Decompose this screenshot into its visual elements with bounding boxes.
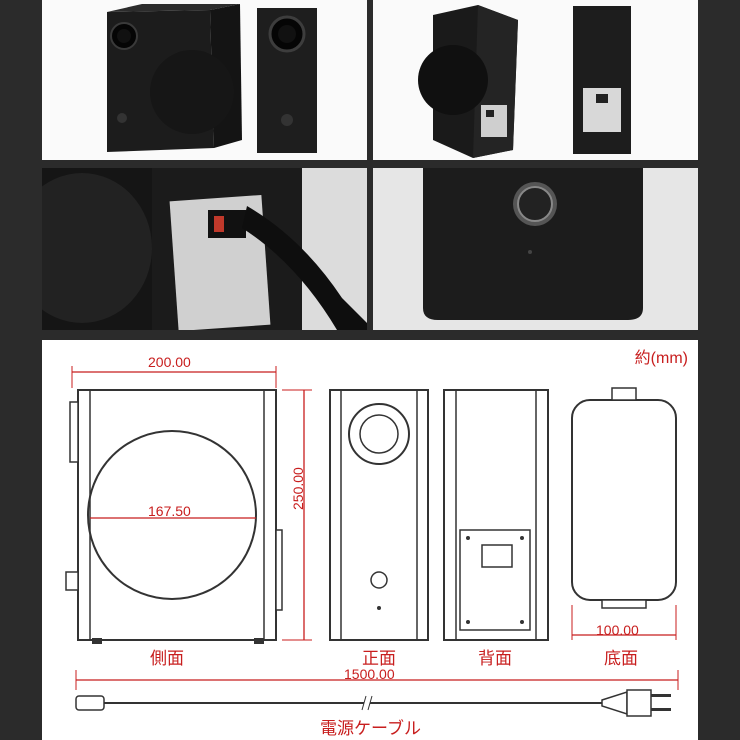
height-dimension-label: 250.00 <box>290 467 306 510</box>
cable-length-label: 1500.00 <box>344 666 395 682</box>
dimension-diagram: 約(mm) 200.00 167.50 250.00 100.00 1500.0… <box>42 340 698 740</box>
power-cable-label: 電源ケーブル <box>320 719 421 738</box>
front-view-label: 正面 <box>362 649 396 668</box>
bottom-width-label: 100.00 <box>596 622 639 638</box>
unit-note: 約(mm) <box>634 350 688 367</box>
speaker-photo-3 <box>42 168 367 330</box>
speaker-photo-2 <box>418 5 631 158</box>
back-view-label: 背面 <box>478 649 512 668</box>
photo-speaker-front-side <box>42 0 367 160</box>
dimension-lines <box>65 366 679 717</box>
photo-power-switch-closeup <box>42 168 367 330</box>
photo-volume-knob-closeup <box>373 168 698 330</box>
photo-speaker-back <box>373 0 698 160</box>
side-view-label: 側面 <box>150 649 184 668</box>
bottom-view-label: 底面 <box>604 649 638 668</box>
speaker-photo-1 <box>107 4 317 153</box>
circle-diameter-label: 167.50 <box>148 503 191 519</box>
width-dimension-label: 200.00 <box>148 354 191 370</box>
speaker-photo-4 <box>373 168 698 330</box>
